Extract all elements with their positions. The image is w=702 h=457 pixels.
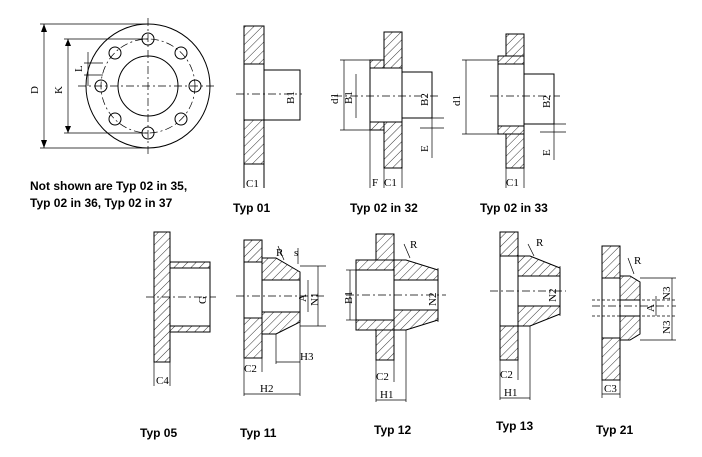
flange-front-view: D K L <box>29 18 216 155</box>
typ11-drawing: R s A N1 H3 C2 H2 <box>236 239 326 396</box>
typ02-in-32-drawing: d1 B1 B2 E F C1 <box>329 31 444 189</box>
dim-E-typ02-33: E <box>541 149 553 156</box>
caption-typ01: Typ 01 <box>233 201 270 215</box>
note-not-shown: Not shown are Typ 02 in 35, Typ 02 in 36… <box>30 179 187 210</box>
dim-C4-typ05: C4 <box>156 375 169 387</box>
dim-d1-typ02-32: d1 <box>329 93 341 104</box>
caption-typ11: Typ 11 <box>240 426 277 440</box>
dim-N3-lower-typ21: N3 <box>661 320 673 334</box>
dim-C1-typ01: C1 <box>246 178 259 190</box>
typ12-drawing: R B1 N2 C2 H1 <box>343 233 446 402</box>
typ01-drawing: B1 C1 <box>236 25 302 190</box>
dim-R-typ11: R <box>276 247 284 259</box>
dim-C2-typ11: C2 <box>244 363 257 375</box>
dim-H2-typ11: H2 <box>260 383 273 395</box>
typ21-drawing: R A N3 N3 C3 <box>592 245 676 398</box>
note-line-1: Not shown are Typ 02 in 35, <box>30 179 187 193</box>
dim-H3-typ11: H3 <box>300 351 314 363</box>
dim-H1-typ13: H1 <box>504 387 517 399</box>
dim-C3-typ21: C3 <box>604 383 617 395</box>
dim-A-typ11: A <box>297 294 309 302</box>
dim-d1-typ02-33: d1 <box>451 95 463 106</box>
typ05-drawing: G C4 <box>146 231 216 387</box>
dim-N1-typ11: N1 <box>309 293 321 306</box>
dim-s-typ11: s <box>294 247 298 259</box>
dim-A-typ21: A <box>645 304 657 312</box>
dim-R-typ13: R <box>536 237 544 249</box>
dim-N2-typ13: N2 <box>547 289 559 302</box>
dim-F-typ02-32: F <box>372 177 378 189</box>
dim-C2-typ12: C2 <box>376 371 389 383</box>
dim-K: K <box>53 86 65 94</box>
caption-typ13: Typ 13 <box>496 419 533 433</box>
dim-N2-typ12: N2 <box>427 293 439 306</box>
dim-H1-typ12: H1 <box>380 389 393 401</box>
caption-typ02-in-32: Typ 02 in 32 <box>350 201 418 215</box>
dim-D: D <box>29 86 41 94</box>
dim-N3-upper-typ21: N3 <box>661 286 673 300</box>
dim-B2-typ02-33: B2 <box>541 95 553 108</box>
caption-typ02-in-33: Typ 02 in 33 <box>480 201 548 215</box>
dim-C2-typ13: C2 <box>500 369 513 381</box>
typ13-drawing: R N2 C2 H1 <box>490 231 566 400</box>
caption-typ21: Typ 21 <box>596 423 633 437</box>
caption-typ12: Typ 12 <box>374 423 411 437</box>
dim-C1-typ02-33: C1 <box>506 177 519 189</box>
dim-E-typ02-32: E <box>419 145 431 152</box>
typ02-in-33-drawing: d1 B2 E C1 <box>451 33 566 189</box>
caption-typ05: Typ 05 <box>140 426 177 440</box>
dim-B1-typ02-32: B1 <box>343 91 355 104</box>
dim-R-typ21: R <box>634 255 642 267</box>
note-line-2: Typ 02 in 36, Typ 02 in 37 <box>30 196 173 210</box>
dim-R-typ12: R <box>410 239 418 251</box>
dim-G-typ05: G <box>197 296 209 304</box>
dim-L: L <box>73 65 85 72</box>
dim-C1-typ02-32: C1 <box>384 177 397 189</box>
dim-B1-typ01: B1 <box>285 91 297 104</box>
dim-B1-typ12: B1 <box>343 291 355 304</box>
dim-B2-typ02-32: B2 <box>419 93 431 106</box>
